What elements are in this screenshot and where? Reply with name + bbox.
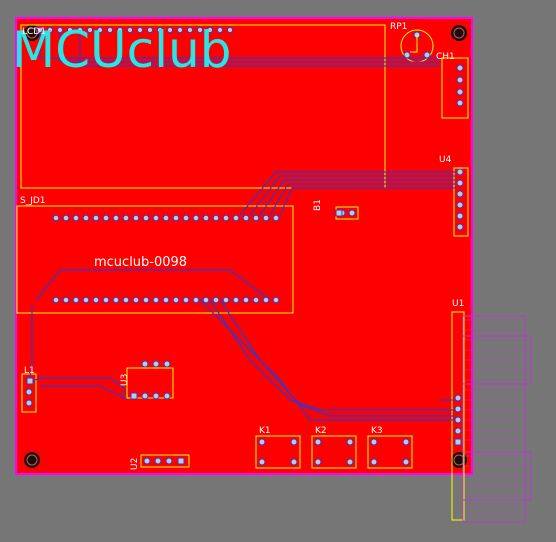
silkscreen-outlines <box>16 24 469 521</box>
board-silk-label: mcuclub-0098 <box>94 255 188 270</box>
pads <box>25 26 464 466</box>
label-rp1[interactable]: RP1 <box>390 22 408 32</box>
label-l1[interactable]: L1 <box>24 366 35 376</box>
label-lcd1[interactable]: LCD1 <box>22 27 46 37</box>
label-k1[interactable]: K1 <box>259 426 271 436</box>
pin1-pads <box>26 209 462 465</box>
label-u3[interactable]: U3 <box>120 373 130 386</box>
brand-logo-text: MCUclub <box>12 21 232 79</box>
label-s-jd1[interactable]: S_JD1 <box>20 196 46 206</box>
board-outline <box>15 17 473 475</box>
rp1-wiper <box>410 35 418 53</box>
label-u4[interactable]: U4 <box>439 155 452 165</box>
label-b1[interactable]: B1 <box>313 199 323 211</box>
label-u2[interactable]: U2 <box>130 457 140 470</box>
label-k3[interactable]: K3 <box>371 426 383 436</box>
mounting-holes <box>24 25 467 468</box>
u1-connector-body <box>462 315 532 523</box>
label-ch1[interactable]: CH1 <box>436 52 455 62</box>
label-u1[interactable]: U1 <box>452 299 465 309</box>
copper-traces <box>27 30 456 421</box>
label-k2[interactable]: K2 <box>315 426 327 436</box>
